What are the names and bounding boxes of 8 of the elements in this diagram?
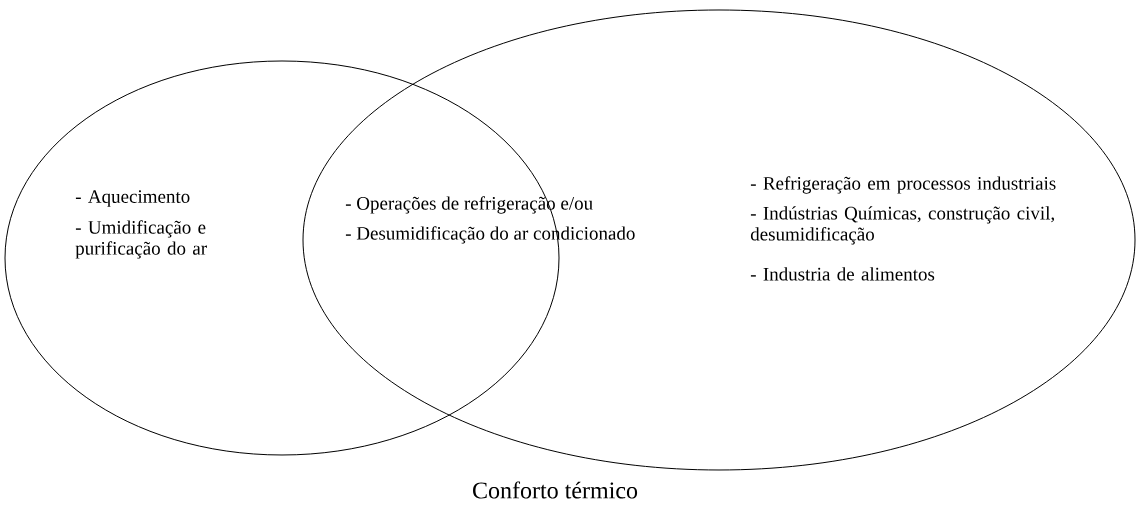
list-item: - Desumidificação do ar condicionado [345,226,635,244]
list-item: - Refrigeração em processos industriais [750,176,1056,194]
list-item: - Indústrias Químicas, construção civil, desumidificação [750,206,1054,245]
list-item: - Aquecimento [75,190,190,207]
list-item: - Operações de refrigeração e/ou [345,196,593,214]
list-item: - Umidificação e purificação do ar [75,220,207,259]
caption: Conforto térmico [473,481,638,499]
list-item: - Industria de alimentos [750,267,935,281]
